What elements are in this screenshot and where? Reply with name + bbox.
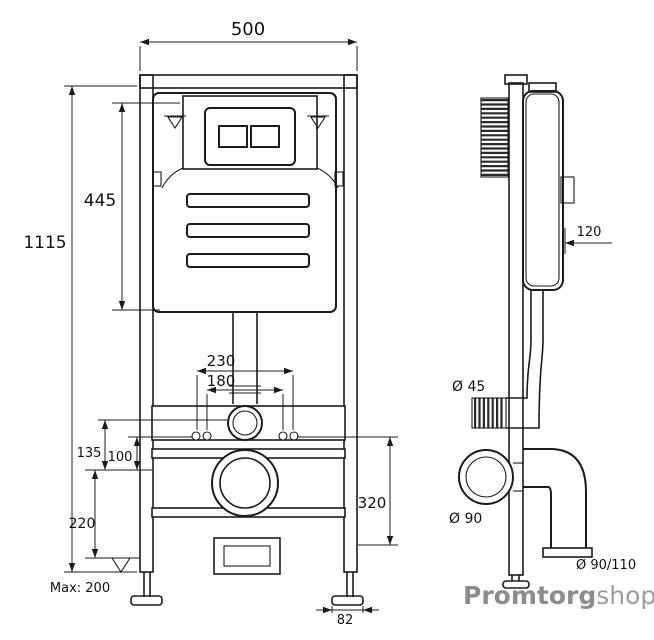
cistern-bracket-right bbox=[334, 171, 344, 187]
dia-45-label: Ø 45 bbox=[452, 379, 485, 395]
cistern-slot-2 bbox=[186, 223, 310, 238]
dim-max-floor-label: Max: 200 bbox=[50, 581, 110, 596]
side-rail bbox=[508, 82, 524, 576]
flush-button-right bbox=[250, 125, 280, 148]
cistern-side-inner bbox=[525, 93, 560, 287]
fixing-hole-inner-right bbox=[278, 431, 288, 441]
water-inlet-circle-inner bbox=[232, 410, 258, 436]
cistern-slot-1 bbox=[186, 193, 310, 208]
flush-pipe-front bbox=[229, 312, 261, 404]
dim-220: 220 bbox=[69, 470, 140, 559]
cistern-bracket-left bbox=[152, 171, 162, 187]
foot-side bbox=[502, 575, 530, 589]
fixing-hole-outer-left bbox=[191, 431, 201, 441]
cistern-body bbox=[152, 92, 337, 313]
dim-230: 230 bbox=[196, 352, 294, 430]
drain-elbow bbox=[523, 448, 593, 558]
mounting-bracket-side bbox=[560, 176, 575, 204]
dim-180: 180 bbox=[206, 372, 284, 430]
dim-1115: 1115 bbox=[23, 85, 137, 573]
dia-90-110-label: Ø 90/110 bbox=[576, 558, 636, 573]
brand-logo-light: shop bbox=[596, 581, 654, 610]
foot-right bbox=[331, 572, 364, 606]
dim-135: 135 bbox=[77, 419, 227, 471]
water-level-mark-right bbox=[307, 115, 329, 130]
dim-500-label: 500 bbox=[231, 19, 265, 40]
brand-logo-bold: Promtorg bbox=[463, 581, 596, 610]
dim-82-label: 82 bbox=[337, 613, 354, 628]
outlet-circle-inner bbox=[219, 457, 271, 509]
dimensions: 500 1115 445 230 bbox=[23, 19, 636, 628]
dim-445-label: 445 bbox=[84, 191, 116, 211]
water-level-mark-left bbox=[164, 115, 186, 130]
dim-320-label: 320 bbox=[358, 494, 387, 512]
cistern-side bbox=[522, 90, 564, 291]
flush-plate-opening bbox=[182, 95, 318, 170]
flush-plate bbox=[204, 107, 296, 166]
frame-right-rail bbox=[343, 74, 358, 573]
dim-320: 320 bbox=[297, 436, 398, 546]
brand-logo: Promtorgshop bbox=[463, 581, 654, 610]
inlet-hose bbox=[480, 97, 509, 178]
side-rail-cap bbox=[504, 74, 528, 85]
outlet-circle bbox=[211, 449, 279, 517]
flush-pipe-connector bbox=[471, 397, 507, 429]
dim-180-label: 180 bbox=[207, 372, 236, 390]
frame-left-rail bbox=[139, 74, 154, 573]
dim-100-label: 100 bbox=[108, 450, 133, 465]
outlet-flange bbox=[458, 449, 523, 505]
side-view bbox=[458, 74, 593, 589]
drain-bracket bbox=[213, 537, 281, 575]
fixing-hole-outer-right bbox=[289, 431, 299, 441]
drain-bracket-inner bbox=[223, 545, 271, 567]
front-view bbox=[110, 74, 364, 606]
flush-actuator-side bbox=[528, 82, 557, 93]
flush-pipe-side bbox=[506, 290, 544, 429]
dim-230-label: 230 bbox=[207, 352, 236, 370]
frame-top-bar bbox=[139, 74, 358, 89]
dim-1115-label: 1115 bbox=[23, 233, 66, 253]
fixing-hole-inner-left bbox=[202, 431, 212, 441]
cistern-slot-3 bbox=[186, 253, 310, 268]
clamp-arm-left bbox=[161, 167, 184, 189]
dim-120-label: 120 bbox=[577, 225, 602, 240]
dim-100: 100 bbox=[108, 436, 192, 470]
foot-left bbox=[130, 572, 163, 606]
dim-220-label: 220 bbox=[69, 516, 96, 532]
dim-82: 82 bbox=[316, 606, 379, 628]
floor-level-mark bbox=[110, 557, 132, 574]
dim-135-label: 135 bbox=[77, 446, 102, 461]
dim-445: 445 bbox=[84, 102, 180, 311]
flush-button-left bbox=[218, 125, 248, 148]
dim-500: 500 bbox=[139, 19, 358, 71]
dim-120: 120 bbox=[564, 225, 612, 254]
dia-90-label: Ø 90 bbox=[449, 511, 482, 527]
